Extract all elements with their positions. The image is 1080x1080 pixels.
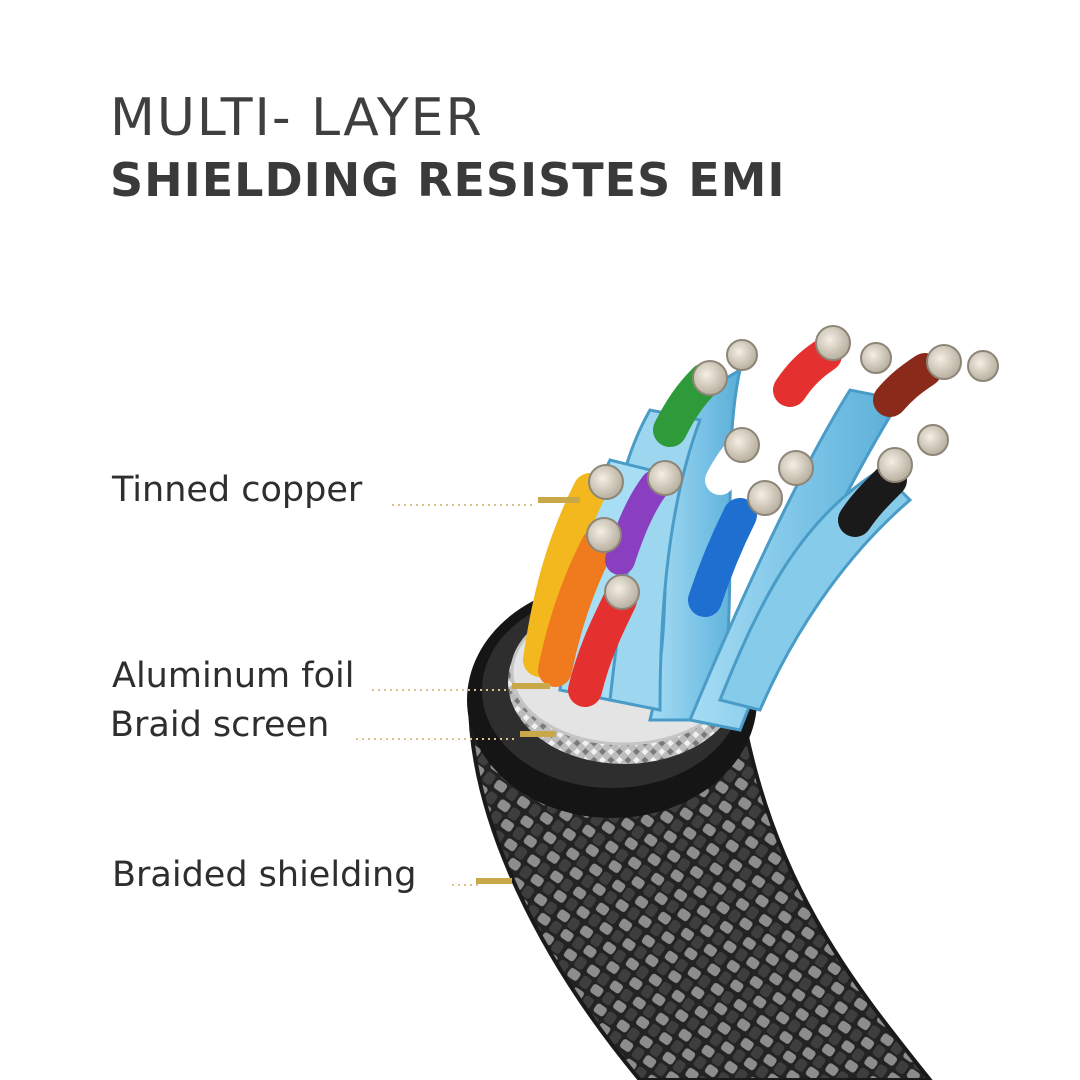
callout-leaders [356,497,580,886]
headline: MULTI- LAYER SHIELDING RESISTES EMI [110,86,786,212]
tinned-copper-strand-ends [586,325,999,610]
label-aluminum-foil: Aluminum foil [112,656,355,696]
label-tinned-copper: Tinned copper [112,470,363,510]
label-braided-shielding: Braided shielding [112,855,417,895]
headline-line-2: SHIELDING RESISTES EMI [110,153,786,207]
headline-line-1: MULTI- LAYER [110,88,484,148]
label-braid-screen: Braid screen [110,705,330,745]
